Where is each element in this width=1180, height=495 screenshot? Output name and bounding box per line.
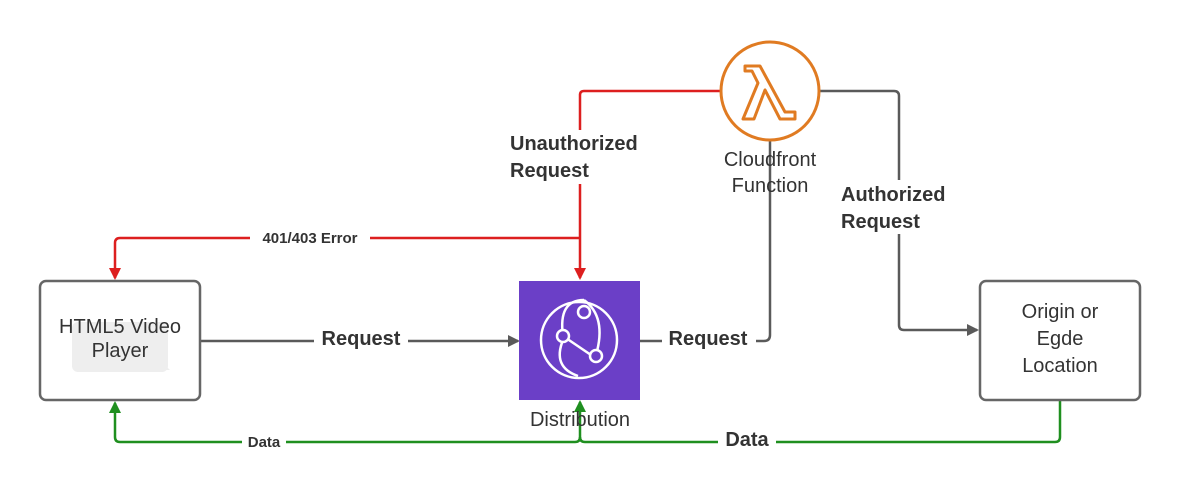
label-request-distribution: Request: [662, 326, 756, 352]
origin-label-line2: Egde: [1037, 328, 1084, 350]
svg-text:Data: Data: [248, 434, 281, 451]
label-request-player: Request: [314, 326, 408, 352]
lambda-circle: [719, 40, 821, 142]
player-label-line1: HTML5 Video: [59, 316, 181, 338]
function-label-line1: Cloudfront: [724, 149, 817, 171]
chat-icon: [72, 322, 170, 372]
distribution-label: Distribution: [530, 409, 630, 431]
svg-text:Data: Data: [725, 429, 769, 451]
label-data-player: Data: [242, 433, 286, 451]
node-origin: Origin or Egde Location: [978, 279, 1142, 402]
svg-text:Request: Request: [841, 211, 920, 233]
origin-label-line3: Location: [1022, 355, 1098, 377]
function-label-line2: Function: [732, 175, 809, 197]
node-distribution: Distribution: [519, 281, 640, 431]
label-error: 401/403 Error: [250, 229, 370, 247]
label-data-origin: Data: [718, 429, 776, 453]
player-label-line2: Player: [92, 340, 149, 362]
edge-origin-data: [574, 400, 1062, 444]
cloudfront-distribution-icon: [539, 298, 619, 380]
node-player: HTML5 Video Player: [38, 279, 202, 402]
svg-text:Request: Request: [322, 328, 401, 350]
label-authorized: Authorized Request: [838, 180, 962, 234]
edge-distribution-to-function: [640, 122, 776, 343]
origin-label-line1: Origin or: [1022, 301, 1099, 323]
svg-text:Unauthorized: Unauthorized: [510, 133, 638, 155]
svg-text:Authorized: Authorized: [841, 184, 945, 206]
label-unauthorized: Unauthorized Request: [506, 130, 654, 184]
edge-error-to-player: [109, 236, 580, 280]
edge-function-unauthorized: [574, 89, 720, 280]
svg-text:Request: Request: [669, 328, 748, 350]
node-function: Cloudfront Function: [719, 40, 821, 197]
svg-text:Request: Request: [510, 160, 589, 182]
edge-data-to-player: [109, 401, 582, 444]
lambda-icon: [741, 64, 797, 121]
distribution-tile: [519, 281, 640, 400]
svg-text:401/403 Error: 401/403 Error: [262, 230, 357, 247]
